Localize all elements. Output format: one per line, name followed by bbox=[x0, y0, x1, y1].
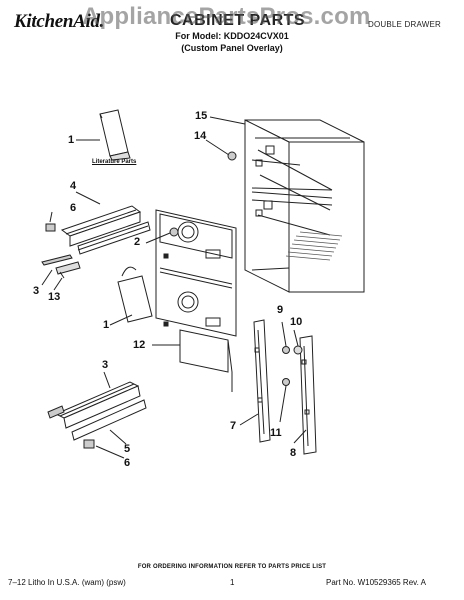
callout-6-lower: 6 bbox=[124, 457, 131, 469]
side-rail-left-part bbox=[253, 319, 271, 443]
callout-15: 15 bbox=[195, 110, 208, 122]
callout-5: 5 bbox=[124, 443, 131, 455]
page-title: CABINET PARTS bbox=[170, 12, 306, 29]
callout-8: 8 bbox=[290, 447, 297, 459]
model-line: For Model: KDDO24CVX01 bbox=[175, 31, 289, 41]
callout-3-lower: 3 bbox=[102, 359, 109, 371]
footer-litho: 7–12 Litho In U.S.A. (wam) (psw) bbox=[8, 578, 126, 587]
callout-11: 11 bbox=[270, 427, 282, 439]
panel-overlay-line: (Custom Panel Overlay) bbox=[181, 43, 283, 53]
ordering-note: FOR ORDERING INFORMATION REFER TO PARTS … bbox=[137, 564, 327, 570]
callout-2: 2 bbox=[134, 236, 141, 248]
wire-harness-part bbox=[179, 329, 233, 392]
rear-panel-part bbox=[155, 209, 237, 337]
upper-hinge-part bbox=[41, 254, 81, 279]
brand-logo: KitchenAid. bbox=[14, 11, 105, 32]
callout-14: 14 bbox=[194, 130, 207, 142]
literature-parts-label: Literature Parts bbox=[92, 159, 137, 165]
callout-3-upper: 3 bbox=[33, 285, 40, 297]
drawer-type-label: DOUBLE DRAWER bbox=[368, 20, 441, 29]
cabinet-part bbox=[244, 119, 365, 293]
lower-slide-rail-part bbox=[47, 381, 147, 441]
callout-13: 13 bbox=[48, 291, 61, 303]
callout-9: 9 bbox=[277, 304, 284, 316]
side-rail-right-part bbox=[299, 335, 317, 455]
callout-4: 4 bbox=[70, 180, 77, 192]
callout-6-upper: 6 bbox=[70, 202, 77, 214]
callout-1-lower: 1 bbox=[103, 319, 110, 331]
callout-12: 12 bbox=[133, 339, 146, 351]
callout-7: 7 bbox=[230, 420, 237, 432]
upper-slide-rail-part bbox=[60, 205, 151, 255]
footer-part-number: Part No. W10529365 Rev. A bbox=[326, 578, 426, 587]
callout-1-literature: 1 bbox=[68, 134, 75, 146]
literature-booklet-part bbox=[99, 109, 131, 161]
footer-page-number: 1 bbox=[230, 578, 235, 587]
watermark: AppliancePartsPros.com bbox=[82, 3, 371, 30]
callout-10: 10 bbox=[290, 316, 303, 328]
lower-booklet-part bbox=[117, 266, 153, 323]
